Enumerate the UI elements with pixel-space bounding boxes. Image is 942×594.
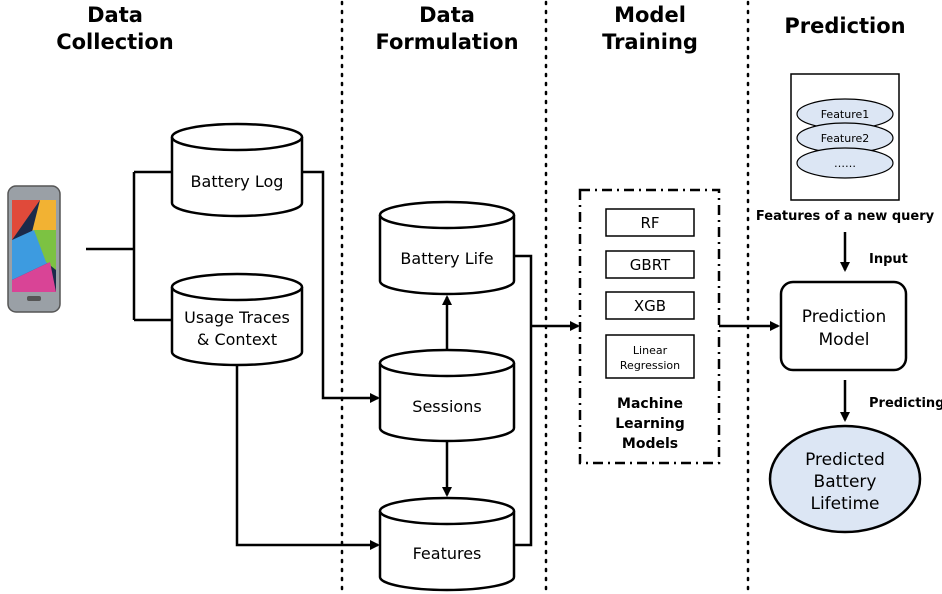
header-data-collection-1: Data (87, 3, 143, 27)
linear-regression-label-2: Regression (620, 359, 680, 372)
model-xgb-label: XGB (634, 297, 666, 315)
smartphone-icon (7, 185, 61, 313)
input-label: Input (869, 252, 908, 267)
header-model-training-2: Training (602, 30, 698, 54)
linear-regression-label-1: Linear (633, 344, 668, 357)
ml-models-group: RF GBRT XGB Linear Regression Machine Le… (578, 188, 721, 465)
predicted-lifetime-ellipse: Predicted Battery Lifetime (768, 424, 922, 534)
collection-connectors (86, 170, 172, 322)
battery-log-cylinder: Battery Log (170, 122, 304, 218)
model-linear-regression-box (605, 334, 695, 379)
prediction-model-box: Prediction Model (779, 280, 908, 372)
model-gbrt-box (605, 250, 695, 279)
sessions-cylinder: Sessions (378, 348, 516, 443)
ml-models-label-3: Models (622, 436, 678, 452)
column-separators (340, 0, 750, 594)
feature-more-ellipse (796, 147, 894, 179)
feature-more-label: …… (834, 157, 856, 170)
feature2-label: Feature2 (821, 132, 870, 145)
header-data-collection-2: Collection (56, 30, 174, 54)
model-gbrt-label: GBRT (630, 256, 671, 274)
prediction-model-label-2: Model (818, 330, 869, 350)
header-model-training-1: Model (614, 3, 686, 27)
battery-life-cylinder: Battery Life (378, 200, 516, 296)
usage-traces-label-2: & Context (197, 330, 277, 349)
usage-traces-label-1: Usage Traces (184, 308, 290, 327)
predicted-label-3: Lifetime (810, 494, 879, 514)
collection-to-formulation-arrows (235, 170, 380, 550)
model-rf-label: RF (640, 214, 659, 232)
features-cylinder: Features (378, 496, 516, 592)
model-rf-box (605, 208, 695, 237)
predicted-label-1: Predicted (805, 450, 885, 470)
ml-models-label-1: Machine (617, 396, 683, 412)
battery-life-label: Battery Life (400, 249, 493, 268)
prediction-model-label-1: Prediction (802, 307, 886, 327)
feature1-label: Feature1 (821, 108, 870, 121)
usage-traces-cylinder: Usage Traces & Context (170, 272, 304, 367)
predicting-label: Predicting (869, 396, 942, 411)
battery-log-label: Battery Log (191, 172, 284, 191)
header-prediction: Prediction (784, 14, 905, 38)
formulation-to-training-arrow (514, 254, 580, 547)
features-label: Features (413, 544, 482, 563)
model-xgb-box (605, 291, 695, 320)
header-data-formulation-1: Data (419, 3, 475, 27)
ml-models-label-2: Learning (615, 416, 685, 432)
sessions-label: Sessions (412, 397, 481, 416)
new-query-document: Feature1 Feature2 …… (790, 73, 900, 201)
predicted-label-2: Battery (814, 472, 877, 492)
header-data-formulation-2: Formulation (375, 30, 518, 54)
features-caption: Features of a new query (756, 209, 935, 224)
